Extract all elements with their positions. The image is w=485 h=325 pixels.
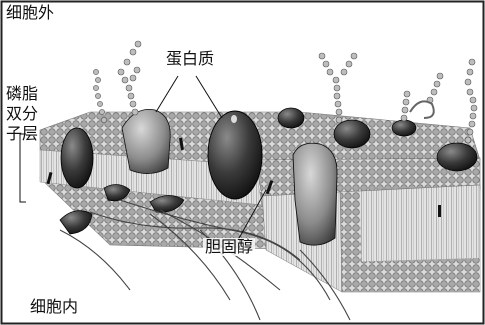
label-cholesterol: 胆固醇	[203, 238, 255, 256]
glycan-chain-3	[401, 91, 410, 121]
protein-peripheral-1	[278, 108, 304, 128]
label-protein: 蛋白质	[164, 50, 216, 68]
bilayer-bracket	[20, 134, 26, 202]
protein-central	[208, 111, 262, 199]
front-block-heads-bottom	[342, 258, 480, 292]
glycan-chain-2	[319, 53, 357, 123]
label-phospholipid-bilayer: 磷脂双分子层	[4, 84, 44, 144]
protein-left	[61, 128, 93, 188]
glycan-curl	[410, 101, 434, 118]
protein-front	[293, 143, 337, 245]
label-intracellular: 细胞内	[28, 298, 80, 316]
protein-channel	[122, 109, 170, 173]
protein-right	[437, 143, 477, 171]
protein-peripheral-3	[392, 120, 416, 136]
label-extracellular: 细胞外	[4, 4, 56, 22]
glycan-chain-1	[118, 41, 141, 115]
protein-peripheral-2	[334, 120, 370, 148]
protein-inner-1	[60, 211, 92, 234]
